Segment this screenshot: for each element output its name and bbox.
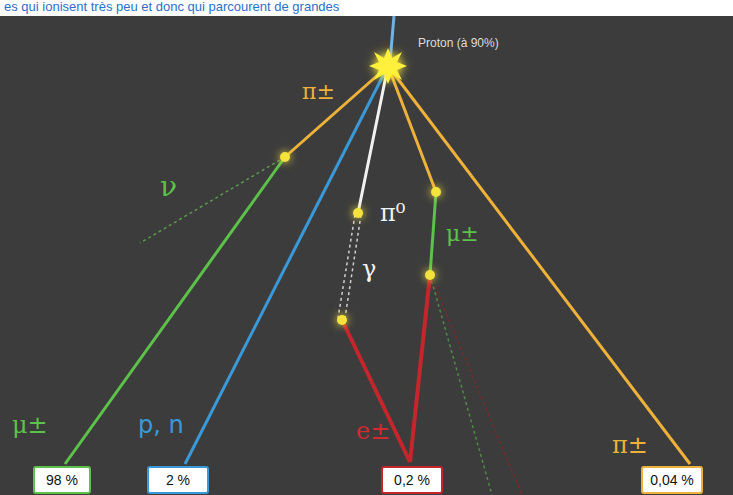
collision-star (369, 48, 407, 84)
caption-text: es qui ionisent très peu et donc qui par… (4, 0, 339, 14)
pion-track (388, 66, 690, 464)
percentage-box: 0,04 % (641, 466, 703, 494)
percentage-text: 2 % (166, 472, 190, 488)
decay-point (431, 187, 441, 197)
muon-track (430, 192, 436, 275)
particle-label: μ± (446, 222, 479, 246)
muon-track (65, 157, 285, 464)
particle-label: Proton (à 90%) (418, 37, 499, 50)
neutrino-track (140, 157, 285, 243)
percentage-box: 2 % (147, 466, 209, 494)
particle-label: p, n (138, 412, 184, 438)
decay-point (353, 208, 363, 218)
percentage-text: 0,2 % (394, 472, 430, 488)
gamma-track (345, 215, 361, 318)
decay-points (280, 152, 441, 325)
decay-point (280, 152, 290, 162)
particle-label: ν (160, 172, 177, 203)
decay-point (337, 315, 347, 325)
neutrino-track (430, 275, 492, 495)
particle-label: γ (362, 256, 376, 282)
nucleon-track (185, 66, 388, 464)
percentage-box: 98 % (33, 466, 91, 494)
particle-label: μ± (12, 412, 48, 438)
percentage-text: 98 % (46, 472, 78, 488)
electron-track (410, 275, 430, 462)
gamma-track (338, 215, 355, 318)
collision-star (369, 48, 407, 84)
electron-track (342, 320, 410, 462)
neutral-pion-track (358, 66, 388, 213)
neutrino-track (430, 275, 522, 495)
particle-label: π± (302, 80, 335, 104)
particle-label: π± (612, 432, 648, 458)
particle-label: π⁰ (380, 200, 405, 226)
percentage-box: 0,2 % (381, 466, 443, 494)
decay-point (425, 270, 435, 280)
percentage-text: 0,04 % (650, 472, 694, 488)
pion-track (388, 66, 436, 192)
particle-label: e± (356, 418, 390, 444)
